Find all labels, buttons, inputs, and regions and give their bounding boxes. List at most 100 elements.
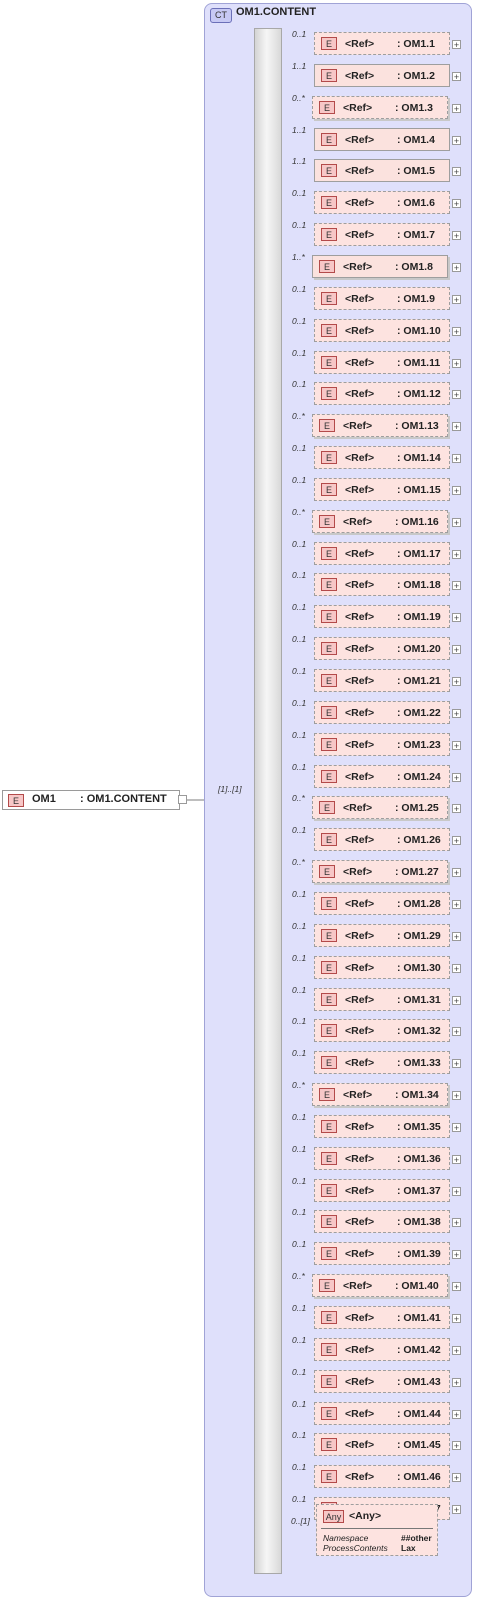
element-card[interactable]: E<Ref>: OM1.12: [314, 382, 450, 405]
expand-icon[interactable]: +: [452, 1250, 461, 1260]
element-card[interactable]: E<Ref>: OM1.43: [314, 1370, 450, 1393]
element-card[interactable]: E<Ref>: OM1.5: [314, 159, 450, 182]
expand-icon[interactable]: +: [452, 72, 461, 82]
element-occurrence: 0..1: [292, 602, 307, 612]
element-card[interactable]: E<Ref>: OM1.39: [314, 1242, 450, 1265]
element-card[interactable]: E<Ref>: OM1.34: [312, 1083, 448, 1106]
element-card[interactable]: E<Ref>: OM1.38: [314, 1210, 450, 1233]
expand-icon[interactable]: +: [452, 868, 461, 878]
element-card[interactable]: E<Ref>: OM1.9: [314, 287, 450, 310]
element-card[interactable]: E<Ref>: OM1.22: [314, 701, 450, 724]
element-card[interactable]: E<Ref>: OM1.32: [314, 1019, 450, 1042]
element-occurrence: 0..1: [292, 1430, 307, 1440]
expand-icon[interactable]: +: [452, 327, 461, 337]
expand-icon[interactable]: +: [452, 1505, 461, 1515]
element-badge: E: [319, 101, 335, 114]
expand-icon[interactable]: +: [452, 677, 461, 687]
expand-icon[interactable]: +: [452, 1027, 461, 1037]
expand-icon[interactable]: +: [452, 1123, 461, 1133]
expand-icon[interactable]: +: [452, 1218, 461, 1228]
expand-icon[interactable]: +: [452, 581, 461, 591]
expand-icon[interactable]: +: [452, 167, 461, 177]
element-card[interactable]: E<Ref>: OM1.16: [312, 510, 448, 533]
element-card[interactable]: E<Ref>: OM1.3: [312, 96, 448, 119]
element-card[interactable]: E<Ref>: OM1.26: [314, 828, 450, 851]
expand-icon[interactable]: +: [452, 932, 461, 942]
expand-icon[interactable]: +: [452, 518, 461, 528]
element-card[interactable]: E<Ref>: OM1.7: [314, 223, 450, 246]
element-card[interactable]: E<Ref>: OM1.42: [314, 1338, 450, 1361]
expand-icon[interactable]: +: [452, 645, 461, 655]
expand-icon[interactable]: +: [452, 804, 461, 814]
expand-icon[interactable]: +: [452, 1282, 461, 1292]
element-card[interactable]: E<Ref>: OM1.36: [314, 1147, 450, 1170]
expand-icon[interactable]: +: [452, 1059, 461, 1069]
expand-icon[interactable]: +: [452, 1346, 461, 1356]
element-card[interactable]: E<Ref>: OM1.17: [314, 542, 450, 565]
element-card[interactable]: E<Ref>: OM1.45: [314, 1433, 450, 1456]
element-card[interactable]: E<Ref>: OM1.30: [314, 956, 450, 979]
element-card[interactable]: E<Ref>: OM1.13: [312, 414, 448, 437]
expand-icon[interactable]: +: [452, 613, 461, 623]
expand-icon[interactable]: +: [452, 709, 461, 719]
expand-icon[interactable]: +: [452, 199, 461, 209]
element-card[interactable]: E<Ref>: OM1.28: [314, 892, 450, 915]
element-card[interactable]: E<Ref>: OM1.44: [314, 1402, 450, 1425]
expand-icon[interactable]: +: [452, 836, 461, 846]
expand-icon[interactable]: +: [452, 136, 461, 146]
element-card[interactable]: E<Ref>: OM1.46: [314, 1465, 450, 1488]
element-card[interactable]: E<Ref>: OM1.33: [314, 1051, 450, 1074]
expand-icon[interactable]: +: [452, 104, 461, 114]
element-card[interactable]: E<Ref>: OM1.2: [314, 64, 450, 87]
expand-icon[interactable]: +: [452, 40, 461, 50]
expand-icon[interactable]: +: [452, 1410, 461, 1420]
element-card[interactable]: E<Ref>: OM1.6: [314, 191, 450, 214]
element-card[interactable]: E<Ref>: OM1.37: [314, 1179, 450, 1202]
expand-icon[interactable]: +: [452, 486, 461, 496]
element-ref: <Ref>: [345, 643, 375, 655]
element-card[interactable]: E<Ref>: OM1.18: [314, 573, 450, 596]
element-card[interactable]: E<Ref>: OM1.8: [312, 255, 448, 278]
expand-icon[interactable]: +: [452, 741, 461, 751]
element-card[interactable]: E<Ref>: OM1.14: [314, 446, 450, 469]
expand-icon[interactable]: +: [452, 550, 461, 560]
root-collapse-toggle[interactable]: [178, 795, 187, 804]
element-card[interactable]: E<Ref>: OM1.11: [314, 351, 450, 374]
element-card[interactable]: E<Ref>: OM1.25: [312, 796, 448, 819]
expand-icon[interactable]: +: [452, 231, 461, 241]
expand-icon[interactable]: +: [452, 454, 461, 464]
expand-icon[interactable]: +: [452, 964, 461, 974]
expand-icon[interactable]: +: [452, 359, 461, 369]
expand-icon[interactable]: +: [452, 1091, 461, 1101]
element-card[interactable]: E<Ref>: OM1.1: [314, 32, 450, 55]
element-card[interactable]: E<Ref>: OM1.19: [314, 605, 450, 628]
any-wildcard-card[interactable]: Any <Any> Namespace ##other ProcessConte…: [316, 1504, 438, 1556]
expand-icon[interactable]: +: [452, 1155, 461, 1165]
element-card[interactable]: E<Ref>: OM1.40: [312, 1274, 448, 1297]
element-card[interactable]: E<Ref>: OM1.35: [314, 1115, 450, 1138]
element-card[interactable]: E<Ref>: OM1.23: [314, 733, 450, 756]
element-card[interactable]: E<Ref>: OM1.27: [312, 860, 448, 883]
expand-icon[interactable]: +: [452, 996, 461, 1006]
expand-icon[interactable]: +: [452, 422, 461, 432]
element-card[interactable]: E<Ref>: OM1.4: [314, 128, 450, 151]
expand-icon[interactable]: +: [452, 263, 461, 273]
element-card[interactable]: E<Ref>: OM1.10: [314, 319, 450, 342]
element-card[interactable]: E<Ref>: OM1.20: [314, 637, 450, 660]
expand-icon[interactable]: +: [452, 1378, 461, 1388]
expand-icon[interactable]: +: [452, 1314, 461, 1324]
expand-icon[interactable]: +: [452, 773, 461, 783]
expand-icon[interactable]: +: [452, 390, 461, 400]
element-card[interactable]: E<Ref>: OM1.41: [314, 1306, 450, 1329]
expand-icon[interactable]: +: [452, 900, 461, 910]
expand-icon[interactable]: +: [452, 1187, 461, 1197]
element-card[interactable]: E<Ref>: OM1.15: [314, 478, 450, 501]
expand-icon[interactable]: +: [452, 1473, 461, 1483]
element-card[interactable]: E<Ref>: OM1.31: [314, 988, 450, 1011]
expand-icon[interactable]: +: [452, 295, 461, 305]
element-card[interactable]: E<Ref>: OM1.29: [314, 924, 450, 947]
element-card[interactable]: E<Ref>: OM1.24: [314, 765, 450, 788]
element-card[interactable]: E<Ref>: OM1.21: [314, 669, 450, 692]
expand-icon[interactable]: +: [452, 1441, 461, 1451]
